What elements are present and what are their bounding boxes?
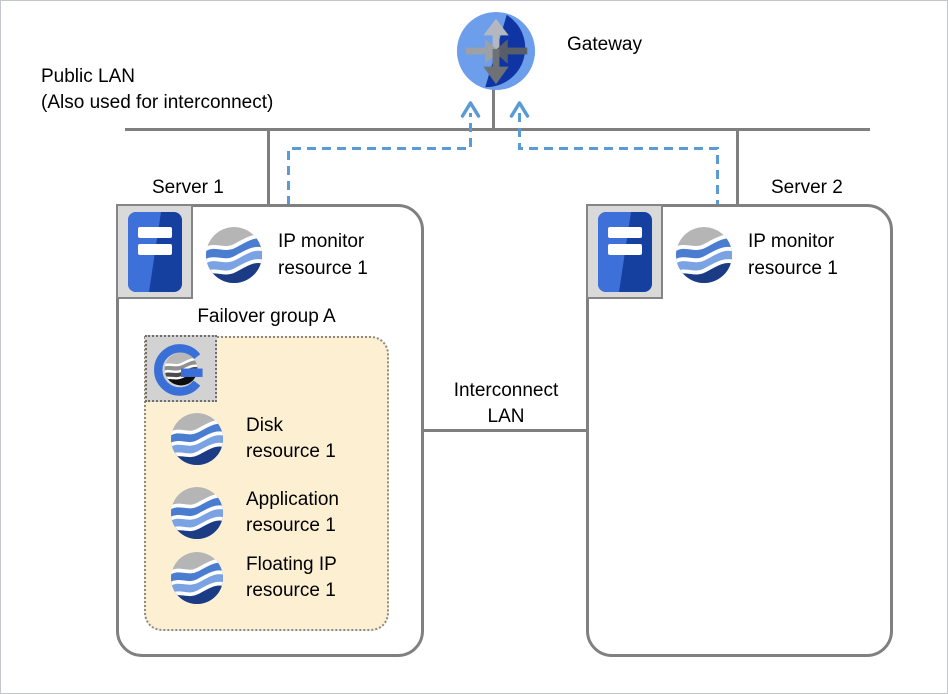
gateway-router-icon (456, 11, 536, 91)
floating-ip-resource-icon (171, 552, 223, 604)
interconnect-line2: LAN (487, 406, 525, 427)
interconnect-line1: Interconnect (453, 380, 559, 401)
gateway-label: Gateway (567, 34, 642, 55)
ip-monitor-text: IP monitor resource 1 (278, 228, 368, 282)
disk-resource-row: Disk resource 1 (171, 413, 336, 465)
ip-monitor-text: IP monitor resource 1 (748, 228, 838, 282)
floating-ip-resource-text: Floating IP resource 1 (246, 552, 337, 604)
application-resource-text: Application resource 1 (246, 487, 339, 539)
failover-group-label: Failover group A (197, 306, 336, 327)
resource-line1: Application (246, 489, 339, 510)
floating-ip-resource-row: Floating IP resource 1 (171, 552, 337, 604)
resource-line1: Disk (246, 415, 283, 436)
server1-ip-monitor: IP monitor resource 1 (206, 227, 368, 283)
ip-monitor-resource-icon (676, 227, 732, 283)
application-resource-icon (171, 487, 223, 539)
application-resource-row: Application resource 1 (171, 487, 339, 539)
server2-ip-monitor: IP monitor resource 1 (676, 227, 838, 283)
server2-label: Server 2 (771, 177, 843, 198)
ip-monitor-line2: resource 1 (278, 258, 368, 279)
up-arrow-icon (509, 101, 530, 118)
failover-group-icon-chip (145, 335, 217, 402)
disk-resource-text: Disk resource 1 (246, 413, 336, 465)
resource-line2: resource 1 (246, 441, 336, 462)
resource-line1: Floating IP (246, 554, 337, 575)
interconnect-lan-label: Interconnect LAN (430, 378, 582, 430)
ip-monitor-path-server1 (287, 101, 481, 205)
ip-monitor-resource-icon (206, 227, 262, 283)
public-lan-label: Public LAN (Also used for interconnect) (41, 64, 273, 116)
cluster-group-icon (154, 343, 203, 396)
server-icon (598, 212, 652, 292)
resource-line2: resource 1 (246, 580, 336, 601)
server-icon (128, 212, 182, 292)
server1-icon-chip (116, 204, 193, 299)
ip-monitor-path-server2 (509, 101, 719, 205)
up-arrow-icon (460, 101, 481, 118)
ip-monitor-line2: resource 1 (748, 258, 838, 279)
public-lan-label-line2: (Also used for interconnect) (41, 92, 274, 113)
ip-monitor-line1: IP monitor (278, 231, 365, 252)
server1-label: Server 1 (152, 177, 224, 198)
router-arrows (465, 18, 528, 85)
resource-line2: resource 1 (246, 515, 336, 536)
public-lan-label-line1: Public LAN (41, 66, 135, 87)
disk-resource-icon (171, 413, 223, 465)
server2-icon-chip (586, 204, 663, 299)
ip-monitor-line1: IP monitor (748, 231, 835, 252)
